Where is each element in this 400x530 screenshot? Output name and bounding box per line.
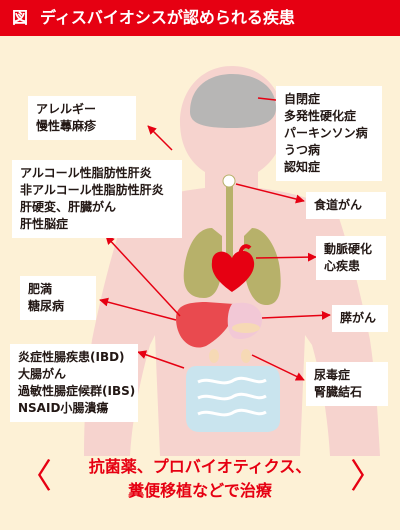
pancreas [232,323,260,333]
arrow-heart [255,252,317,262]
arrow-liver [105,235,181,317]
label-liver: アルコール性脂肪性肝炎 非アルコール性脂肪性肝炎 肝硬変、肝臓がん 肝性脳症 [12,160,182,238]
esophagus-marker [222,174,236,188]
arrow-intestine [137,350,185,369]
label-pancreas: 膵がん [332,305,388,332]
large-intestine [186,366,280,432]
heart [211,250,255,292]
right-lung [244,228,281,305]
label-kidney: 尿毒症 腎臓結石 [306,362,388,406]
esophagus [226,178,233,286]
left-lung [183,228,222,298]
arrow-obesity [99,297,177,321]
arrow-pancreas [261,310,331,320]
label-obesity: 肥満 糖尿病 [20,276,96,320]
right-kidney [241,349,251,363]
label-heart: 動脈硬化 心疾患 [316,236,386,280]
small-intestine [197,376,267,417]
arrow-esophagus [235,183,305,204]
right-bracket: 〉 [350,457,384,497]
arrow-kidney [251,354,305,381]
body-illustration [84,66,380,456]
label-esophagus: 食道がん [306,192,386,219]
left-kidney [209,349,219,363]
figure-title-text: ディスバイオシスが認められる疾患 [40,8,295,27]
left-bracket: 〈 [18,457,52,497]
figure-number: 図 [12,8,29,27]
figure-title: 図ディスバイオシスが認められる疾患 [0,0,400,36]
brain [190,74,276,128]
label-allergy: アレルギー 慢性蕁麻疹 [28,96,136,140]
label-brain: 自閉症 多発性硬化症 パーキンソン病 うつ病 認知症 [276,86,382,181]
treatment-text: 抗菌薬、プロバイオティクス、 糞便移植などで治療 [88,457,312,500]
aorta [238,244,252,259]
arrow-allergy [147,125,173,151]
liver [176,302,235,348]
label-intestine: 炎症性腸疾患(IBD) 大腸がん 過敏性腸症候群(IBS) NSAID小腸潰瘍 [10,344,138,422]
